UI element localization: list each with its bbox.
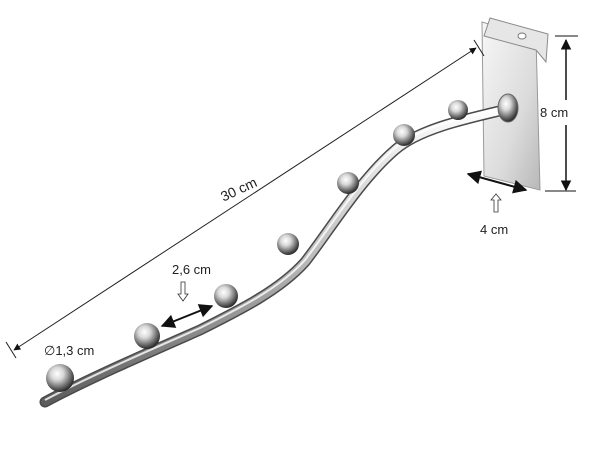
- spacing-label: 2,6 cm: [172, 262, 212, 277]
- spacing-dimension-arrow: [160, 281, 214, 328]
- diameter-label: ∅1,3 cm: [44, 343, 95, 358]
- length-dimension-arrow: [5, 39, 485, 359]
- height-dimension-arrow: [545, 35, 578, 192]
- width-dimension-arrow: [466, 170, 528, 213]
- height-label: 8 cm: [540, 105, 569, 120]
- ball-stops: [46, 100, 468, 392]
- width-label: 4 cm: [480, 222, 509, 237]
